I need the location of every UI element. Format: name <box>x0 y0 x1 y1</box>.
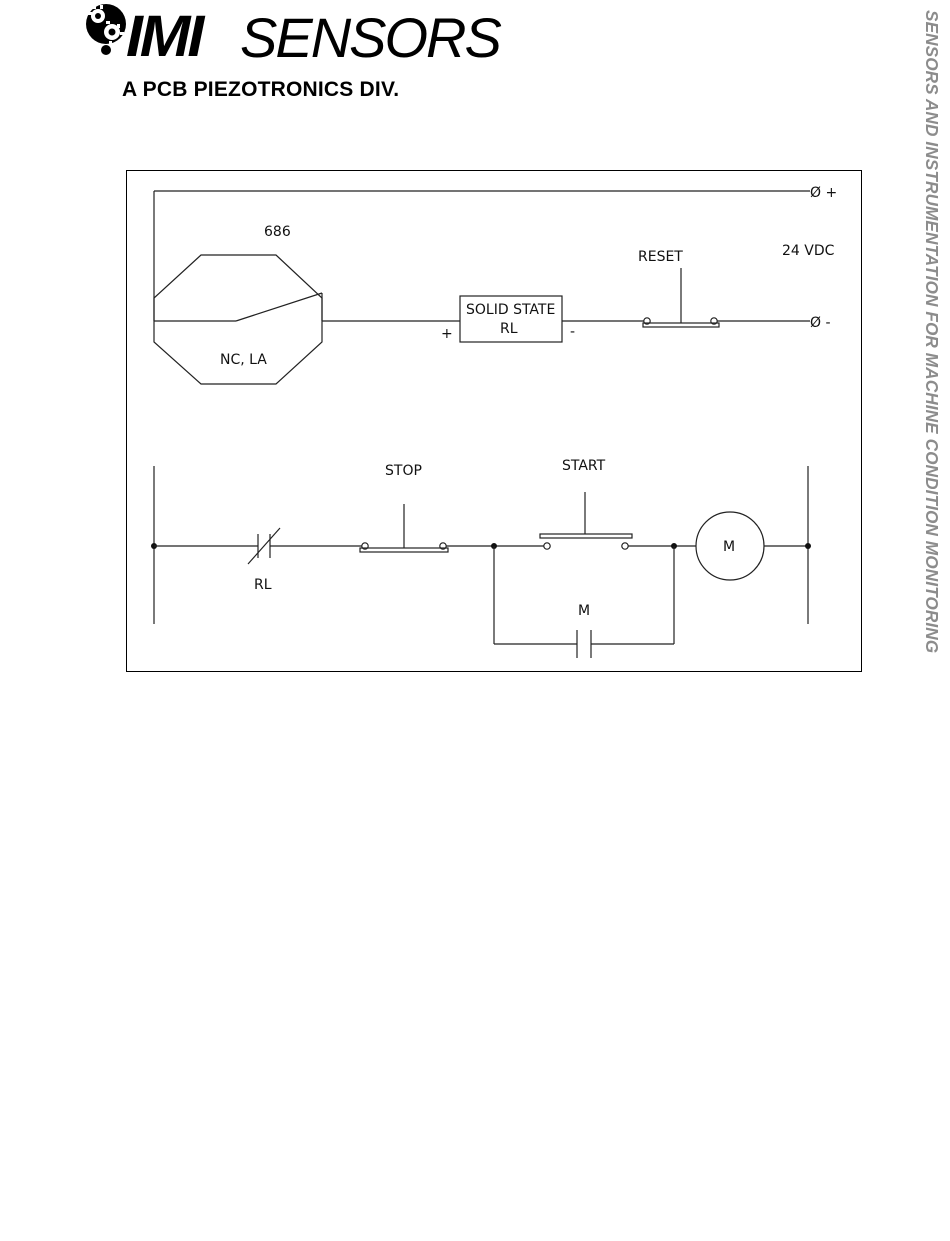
supply-voltage-label: 24 VDC <box>782 243 835 259</box>
supply-minus-terminal: Ø - <box>810 315 831 331</box>
start-label: START <box>562 458 606 474</box>
right-rail-junction <box>805 543 811 549</box>
side-tagline-text: SENSORS AND INSTRUMENTATION FOR MACHINE … <box>921 10 942 653</box>
brand-imi-text: IMI <box>126 4 201 70</box>
motor-label: M <box>723 539 735 555</box>
reset-label: RESET <box>638 249 683 265</box>
switch-model-label: 686 <box>264 224 291 240</box>
stop-label: STOP <box>385 463 422 479</box>
supply-plus-terminal: Ø + <box>810 185 837 201</box>
start-button-bar <box>540 534 632 538</box>
relay-plus-label: + <box>441 326 453 342</box>
relay-label-line2: RL <box>500 321 518 337</box>
brand-sensors-text: SENSORS <box>240 6 500 70</box>
relay-label-line1: SOLID STATE <box>466 302 555 318</box>
holding-contact-label: M <box>578 603 590 619</box>
company-logo: IMI SENSORS A PCB PIEZOTRONICS DIV. <box>82 2 462 102</box>
start-contact-left <box>544 543 550 549</box>
wiring-diagram: 686 NC, LA SOLID STATE RL + - RESET Ø + … <box>126 170 862 672</box>
start-contact-right <box>622 543 628 549</box>
stop-button-bar <box>360 548 448 552</box>
reset-button-bar <box>643 323 719 327</box>
nc-contact-blade <box>236 293 322 321</box>
brand-subtitle: A PCB PIEZOTRONICS DIV. <box>122 78 399 102</box>
relay-minus-label: - <box>570 324 575 340</box>
side-tagline: SENSORS AND INSTRUMENTATION FOR MACHINE … <box>908 10 948 1010</box>
rl-contact-label: RL <box>254 577 272 593</box>
gear-logo-icon <box>82 2 130 58</box>
switch-type-label: NC, LA <box>220 352 267 368</box>
